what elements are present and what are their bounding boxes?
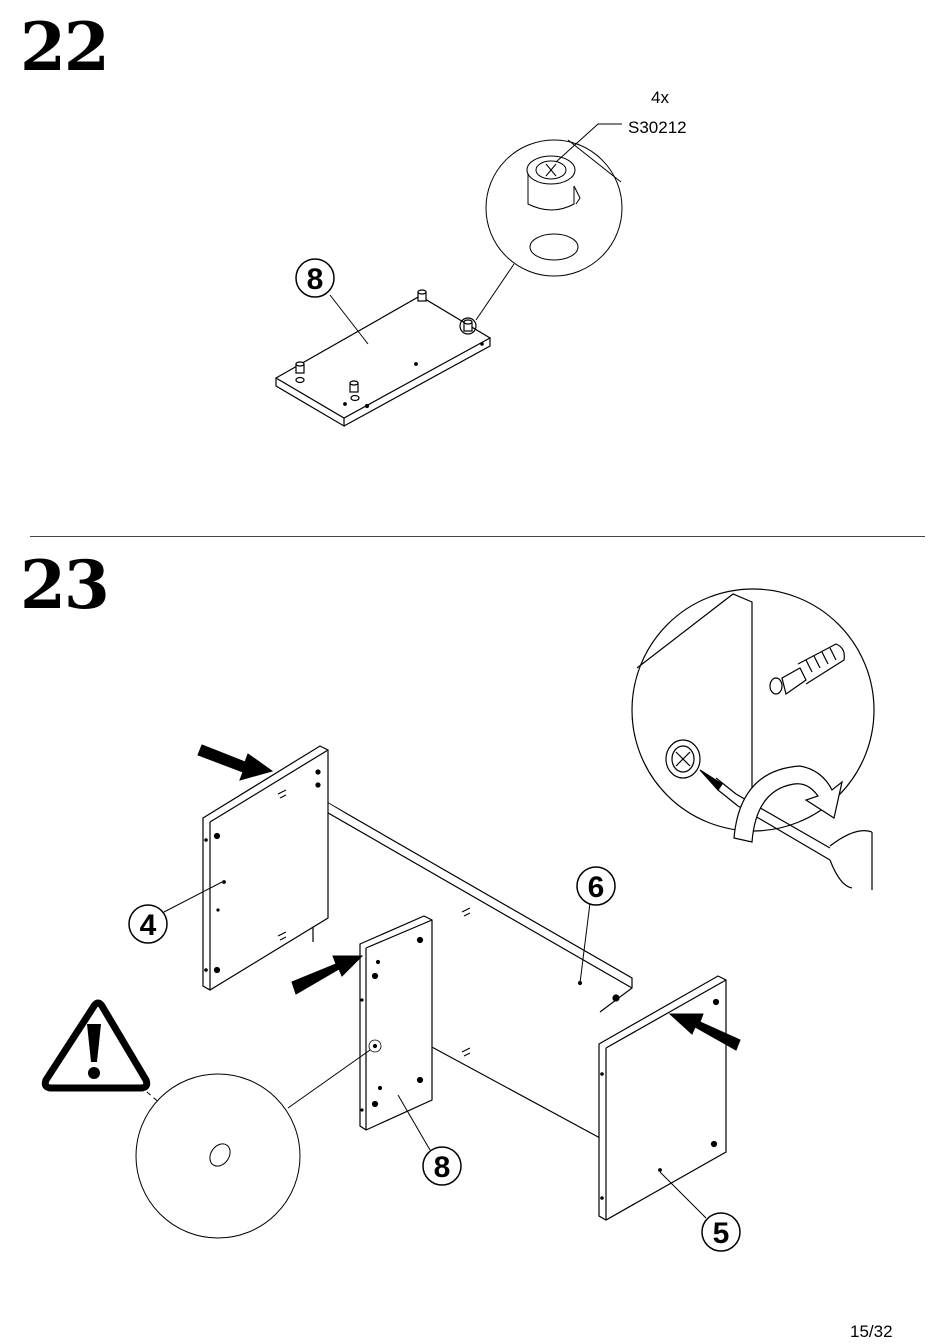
panel-8 <box>360 916 432 1130</box>
svg-text:4: 4 <box>140 909 157 942</box>
part-label: 8 <box>307 263 324 296</box>
svg-text:8: 8 <box>434 1151 451 1184</box>
svg-text:6: 6 <box>588 871 605 904</box>
zoom-detail-hole <box>136 1050 370 1238</box>
svg-text:5: 5 <box>713 1217 730 1250</box>
part-callout-5: 5 <box>660 1172 740 1251</box>
step22-board-8 <box>276 296 490 426</box>
panel-4 <box>203 746 328 990</box>
panel-5 <box>599 976 726 1220</box>
zoom-detail-tightening <box>632 589 874 890</box>
zoom-detail-cam-lock <box>476 124 622 320</box>
